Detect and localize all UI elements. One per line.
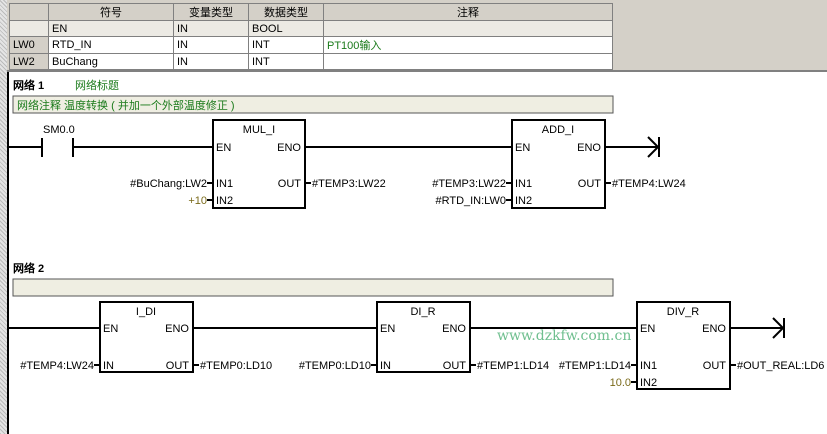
cell-addr: LW2 [9,53,49,70]
cell-var-type[interactable]: IN [173,53,249,70]
cell-addr [9,20,49,37]
pin-out: OUT [166,360,190,372]
cell-data-type[interactable]: BOOL [248,20,324,37]
pin-in1: IN1 [515,178,532,190]
cell-symbol[interactable]: EN [48,20,174,37]
pin-out: OUT [278,178,302,190]
pin-eno: ENO [277,142,301,154]
cell-addr: LW0 [9,36,49,54]
pin-eno: ENO [165,323,189,335]
network1-comment: 网络注释 温度转换 ( 并加一个外部温度修正 ) [17,98,235,112]
mul-i-title: MUL_I [243,124,275,136]
left-margin [0,0,7,434]
pin-en: EN [103,323,118,335]
pin-en: EN [515,142,530,154]
div-r-title: DIV_R [667,306,699,318]
table-row[interactable]: LW0 RTD_IN IN INT PT100输入 [9,36,613,54]
operand-in[interactable]: #TEMP0:LD10 [299,360,371,372]
add-i-title: ADD_I [542,124,574,136]
cell-symbol[interactable]: RTD_IN [48,36,174,54]
pin-in2: IN2 [640,377,657,389]
operand-in2[interactable]: +10 [188,195,207,207]
pin-eno: ENO [442,323,466,335]
variable-table: 符号 变量类型 数据类型 注释 EN IN BOOL LW0 RTD_IN IN… [9,3,613,70]
operand-out[interactable]: #OUT_REAL:LD6 [737,360,824,372]
pin-en: EN [640,323,655,335]
network2-label: 网络 2 [13,261,44,275]
div-r-block[interactable] [636,301,731,390]
operand-in2[interactable]: 10.0 [610,377,631,389]
operand-in[interactable]: #TEMP4:LW24 [20,360,94,372]
operand-in1[interactable]: #BuChang:LW2 [130,178,207,190]
pin-in2: IN2 [216,195,233,207]
di-r-title: DI_R [410,306,435,318]
pin-in1: IN1 [216,178,233,190]
operand-out[interactable]: #TEMP1:LD14 [477,360,549,372]
pin-en: EN [380,323,395,335]
i-di-block[interactable] [99,301,194,373]
network1-comment-box[interactable] [12,95,614,114]
cell-symbol[interactable]: BuChang [48,53,174,70]
pin-in2: IN2 [515,195,532,207]
operand-in1[interactable]: #TEMP3:LW22 [432,178,506,190]
network1-title[interactable]: 网络标题 [75,78,119,92]
contact-label: SM0.0 [43,124,75,136]
cell-comment[interactable] [323,53,613,70]
di-r-block[interactable] [376,301,471,373]
watermark: www.dzkfw.com.cn [497,328,631,344]
operand-in2[interactable]: #RTD_IN:LW0 [435,195,506,207]
add-i-block[interactable] [511,119,606,209]
pin-eno: ENO [702,323,726,335]
mul-i-block[interactable] [212,119,306,209]
pin-out: OUT [703,360,727,372]
operand-in1[interactable]: #TEMP1:LD14 [559,360,631,372]
pin-in: IN [103,360,114,372]
pin-out: OUT [578,178,602,190]
pin-out: OUT [443,360,467,372]
cell-comment[interactable] [323,20,613,37]
i-di-title: I_DI [136,306,156,318]
operand-out[interactable]: #TEMP3:LW22 [312,178,386,190]
network2-comment-box[interactable] [12,278,614,297]
pin-in: IN [380,360,391,372]
pin-in1: IN1 [640,360,657,372]
network1-label: 网络 1 [13,78,44,92]
pin-eno: ENO [577,142,601,154]
cell-var-type[interactable]: IN [173,36,249,54]
col-header-symbol[interactable]: 符号 [48,3,174,21]
operand-out[interactable]: #TEMP4:LW24 [612,178,686,190]
table-row[interactable]: EN IN BOOL [9,20,613,37]
cell-data-type[interactable]: INT [248,36,324,54]
operand-out[interactable]: #TEMP0:LD10 [200,360,272,372]
col-header-var-type[interactable]: 变量类型 [173,3,249,21]
pin-en: EN [216,142,231,154]
cell-data-type[interactable]: INT [248,53,324,70]
table-row[interactable]: LW2 BuChang IN INT [9,53,613,70]
